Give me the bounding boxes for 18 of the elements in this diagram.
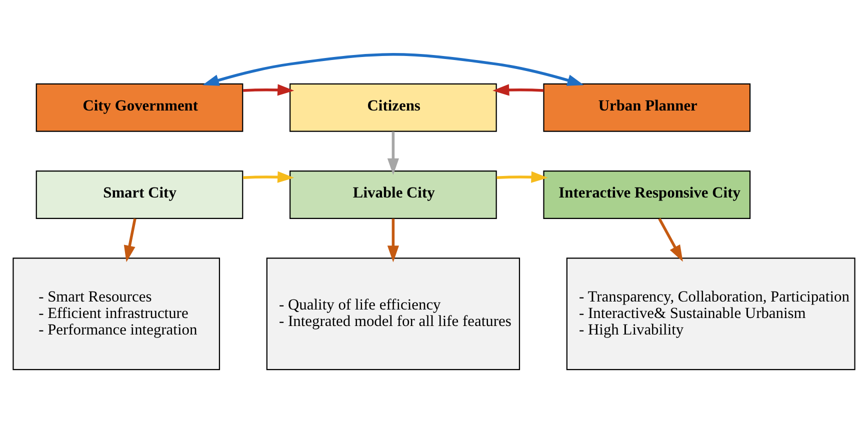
- arrow: [492, 84, 544, 96]
- node-box: Smart City: [36, 170, 244, 220]
- arrow: [243, 171, 294, 183]
- arrow: [496, 171, 548, 183]
- node-box: - Transparency, Collaboration, Participation - Interactive& Sustainable Urbanism - High Livability: [566, 258, 856, 370]
- arrow: [124, 218, 136, 262]
- arrow: [658, 218, 683, 262]
- arrow: [202, 53, 584, 86]
- node-box: Interactive Responsive City: [543, 170, 751, 220]
- arrow: [387, 218, 399, 262]
- node-box: Urban Planner: [543, 83, 751, 132]
- node-box: - Smart Resources - Efficient infrastructure - Performance integration: [12, 258, 220, 370]
- node-box: City Government: [36, 83, 244, 132]
- node-box: Citizens: [290, 83, 497, 132]
- arrow: [387, 132, 399, 175]
- node-box: - Quality of life efficiency - Integrated model for all life features: [266, 258, 520, 370]
- node-box: Livable City: [290, 170, 497, 220]
- arrow: [243, 84, 294, 96]
